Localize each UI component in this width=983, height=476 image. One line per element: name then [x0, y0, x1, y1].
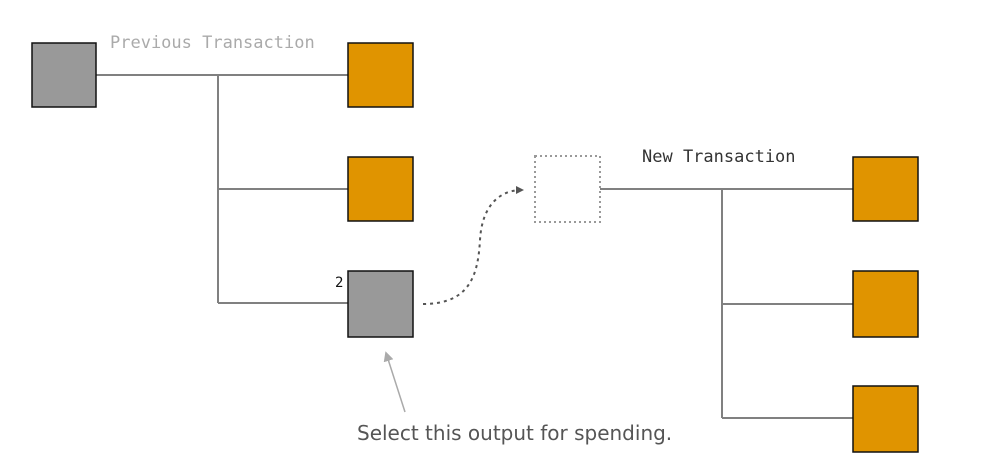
annotation-pointer-arrow: [383, 351, 406, 413]
new-transaction-title: New Transaction: [642, 147, 796, 167]
previous-transaction-lines: [96, 74, 348, 304]
previous-transaction-input-box: [31, 42, 97, 108]
previous-transaction-output-1: [347, 156, 414, 222]
new-transaction-lines: [600, 188, 853, 419]
output-index-label: 2: [335, 275, 343, 291]
spend-arrow: [422, 186, 524, 305]
new-transaction-output-2: [852, 385, 919, 453]
new-transaction-input-placeholder: [534, 155, 601, 223]
previous-transaction-title: Previous Transaction: [110, 33, 315, 53]
annotation-text: Select this output for spending.: [357, 421, 672, 445]
previous-transaction-output-2-selected[interactable]: [347, 270, 414, 338]
previous-transaction-output-0: [347, 42, 414, 108]
new-transaction-output-1: [852, 270, 919, 338]
new-transaction-output-0: [852, 156, 919, 222]
